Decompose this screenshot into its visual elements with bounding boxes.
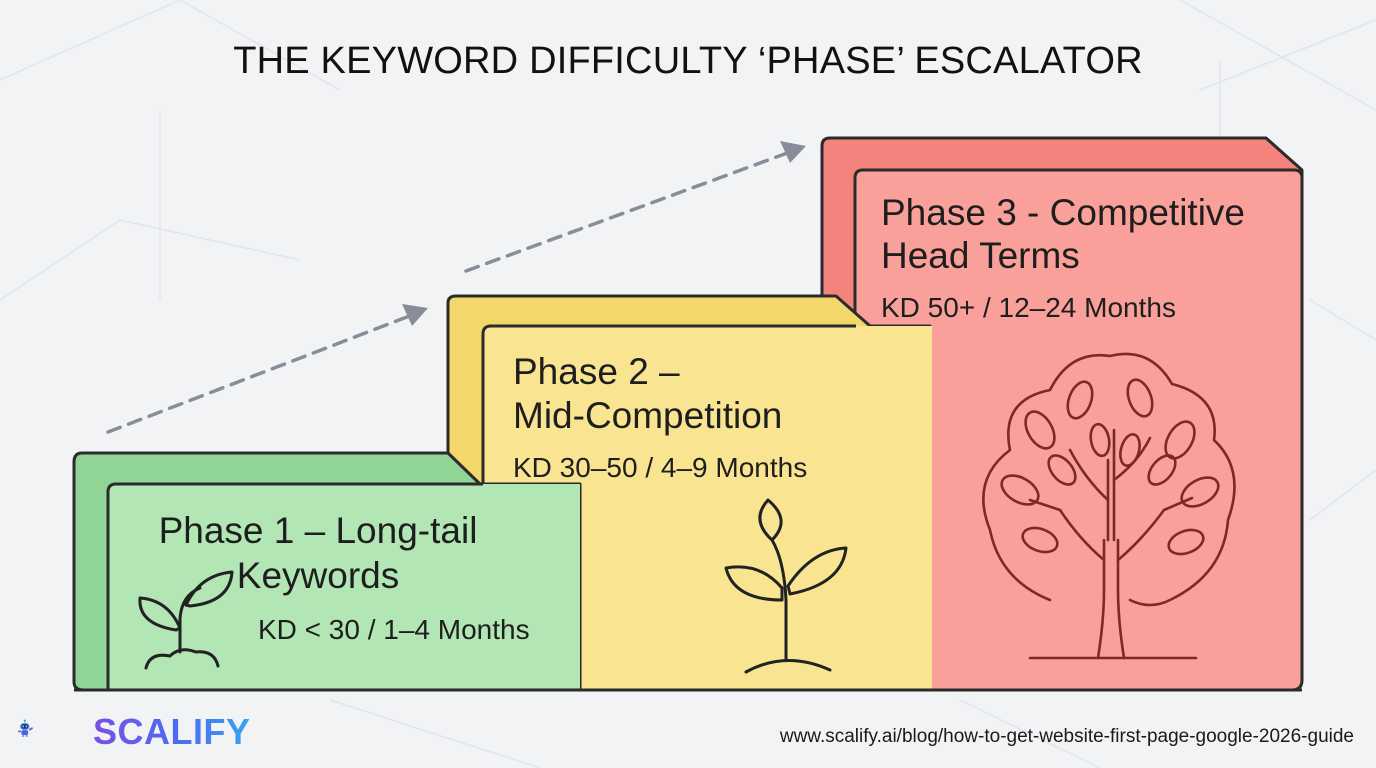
phase-2-title: Phase 2 – Mid-Competition	[513, 350, 913, 438]
phase-2-title-line-1: Phase 2 –	[513, 351, 680, 392]
phase-3-title: Phase 3 - Competitive Head Terms	[881, 191, 1301, 277]
phase-2-title-line-2: Mid-Competition	[513, 395, 783, 436]
arrowhead-2	[780, 141, 806, 163]
arrow-1	[106, 313, 414, 434]
diagram-title: THE KEYWORD DIFFICULTY ‘PHASE’ ESCALATOR	[233, 40, 1143, 82]
phase-1-title-line-1: Phase 1 – Long-tail	[158, 510, 478, 551]
sapling-icon	[724, 498, 848, 674]
phase-1-block	[72, 451, 582, 692]
arrow-2	[464, 150, 792, 273]
phase-1-title-line-2: Keywords	[236, 555, 400, 596]
progress-arrows	[106, 141, 806, 434]
phase-3-title-line-2: Head Terms	[881, 235, 1080, 276]
sprout-icon	[138, 570, 234, 670]
brand-logo-text: SCALIFY	[93, 711, 251, 752]
phase-3-block	[820, 136, 1304, 692]
phase-1-title: Phase 1 – Long-tail Keywords	[108, 508, 528, 598]
arrowhead-1	[402, 304, 428, 326]
robot-mascot-icon	[18, 719, 33, 737]
phase-3-kd: KD 50+ / 12–24 Months	[881, 292, 1176, 323]
phase-2-kd: KD 30–50 / 4–9 Months	[513, 452, 808, 483]
phase-1-kd: KD < 30 / 1–4 Months	[258, 614, 530, 645]
phase-3-title-line-1: Phase 3 - Competitive	[881, 192, 1246, 233]
source-url[interactable]: www.scalify.ai/blog/how-to-get-website-f…	[779, 726, 1354, 747]
tree-icon	[982, 352, 1236, 660]
